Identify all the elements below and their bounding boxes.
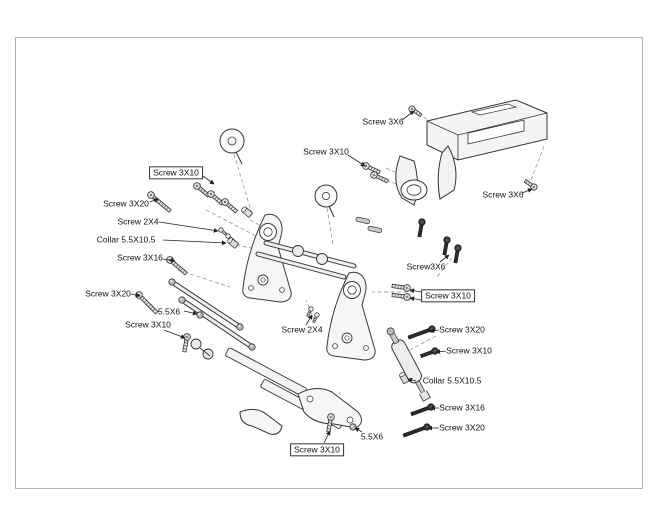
collar-part bbox=[226, 236, 240, 249]
rear-bumper-part bbox=[426, 99, 548, 161]
collar-part bbox=[240, 205, 254, 218]
label-leader-lines bbox=[130, 110, 533, 444]
mount-post-part bbox=[355, 216, 383, 234]
ball-connector-part bbox=[349, 423, 357, 431]
screw-part bbox=[133, 289, 160, 316]
steering-linkage-part bbox=[255, 240, 357, 280]
turnbuckle-rod-part bbox=[178, 296, 256, 351]
screw-part bbox=[391, 282, 412, 293]
screw-part bbox=[419, 346, 440, 360]
body-mount-disc-part bbox=[219, 128, 245, 165]
screw-part bbox=[391, 291, 412, 302]
screw-part bbox=[440, 235, 452, 256]
screw-part bbox=[219, 196, 240, 215]
screw-part bbox=[415, 217, 427, 238]
steering-knuckle-part bbox=[190, 338, 214, 360]
body-mount-disc-part bbox=[314, 184, 338, 218]
ball-connector-part bbox=[196, 311, 204, 319]
damper-stay-right-part bbox=[326, 271, 376, 361]
screw-part bbox=[409, 402, 436, 418]
suspension-arm-part bbox=[239, 408, 283, 435]
screw-part bbox=[305, 305, 315, 318]
oil-damper-part bbox=[386, 327, 431, 402]
suspension-arm-part bbox=[297, 388, 362, 429]
assembly-guide-lines bbox=[177, 113, 545, 415]
screw-part bbox=[407, 104, 424, 119]
screw-part bbox=[451, 243, 463, 264]
screw-part bbox=[164, 254, 189, 277]
page-border bbox=[15, 37, 643, 489]
turnbuckle-rod-part bbox=[168, 278, 244, 331]
screw-part bbox=[401, 422, 432, 440]
screw-part bbox=[180, 332, 192, 353]
bumper-mount-bracket-part bbox=[395, 145, 457, 206]
screw-part bbox=[406, 324, 437, 342]
